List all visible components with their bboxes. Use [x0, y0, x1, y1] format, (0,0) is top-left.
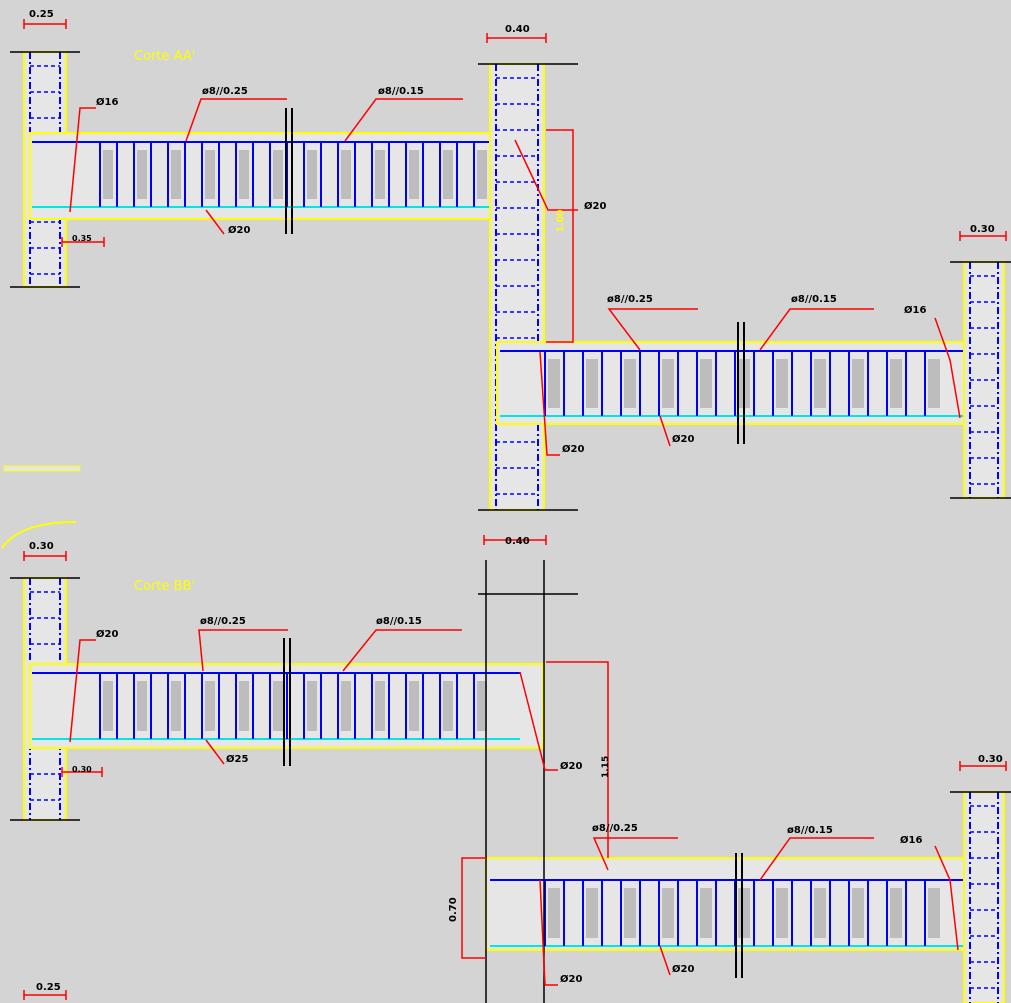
bb-central-col-width: 0.40	[505, 536, 530, 547]
aa-embed-dim	[61, 237, 105, 247]
bb-leader-top-bars	[69, 639, 96, 743]
bb-drop-dimension	[546, 661, 609, 858]
aa-beam2-break	[737, 322, 745, 444]
bb-beam2-stirrups	[544, 880, 940, 946]
aa-beam2-stirrup-left: ø8//0.25	[607, 294, 653, 305]
bb-beam2-stirrup-left: ø8//0.25	[592, 823, 638, 834]
dimension-lines	[10, 19, 1011, 1003]
bb-leader-central-bars	[519, 671, 558, 771]
aa-leader-top-bars	[69, 107, 96, 213]
aa-leader-stirrup-right	[344, 98, 463, 142]
aa-beam1-stirrup-right: ø8//0.15	[378, 86, 424, 97]
aa-beam2-bottom-bars: Ø20	[672, 433, 694, 445]
bb-beam2-bottom-bars: Ø20	[672, 963, 694, 975]
extra-dim-line	[23, 990, 67, 1000]
aa-right-column-bars	[969, 262, 999, 498]
bb-beam2-left-bars: Ø20	[560, 973, 582, 985]
bb-col-width-label: 0.30	[29, 541, 54, 552]
bb-beam1-longitudinal-bars	[32, 672, 520, 740]
aa-beam2-col-width: 0.30	[970, 224, 995, 235]
aa-leader-beam2-left-bars	[539, 351, 560, 456]
aa-leader-stirrup-left	[185, 98, 287, 142]
bb-beam2-stirrup-right: ø8//0.15	[787, 825, 833, 836]
aa-beam2-top-bars: Ø16	[904, 304, 926, 316]
aa-central-bars: Ø20	[584, 200, 606, 212]
aa-central-column	[489, 63, 545, 511]
aa-beam1-top-bars: Ø16	[96, 96, 118, 108]
aa-beam1-stirrups	[99, 142, 487, 207]
text-labels: Corte AA' Corte BB' 0.25 Ø16 ø8//0.25 ø8…	[29, 9, 1003, 993]
aa-beam1-stirrup-left: ø8//0.25	[202, 86, 248, 97]
bb-beam1-stirrup-right: ø8//0.15	[376, 616, 422, 627]
aa-leader-beam2-stirrup-left	[607, 308, 698, 351]
bb-central-width-dim	[483, 535, 547, 545]
aa-leader-central-bars	[514, 139, 578, 211]
bb-drop-dim: 1.15	[601, 756, 611, 778]
bb-right-column-bars	[969, 792, 999, 1003]
bb-central-bars: Ø20	[560, 760, 582, 772]
bb-beam1-bottom-bars: Ø25	[226, 753, 248, 765]
bb-beam1-top-bars: Ø20	[96, 628, 118, 640]
bb-beam2-longitudinal-bars	[490, 879, 1003, 947]
aa-col-width-label: 0.25	[29, 9, 54, 20]
aa-leader-beam2-top-bars	[934, 317, 961, 419]
bb-leader-bottom-bars	[205, 739, 225, 765]
aa-embed-label: 0.35	[72, 234, 92, 243]
structure-symbols	[1, 51, 1005, 1003]
aa-leader-bottom-bars	[205, 209, 225, 235]
leader-lines	[69, 98, 961, 986]
aa-beam1-bottom-bars: Ø20	[228, 224, 250, 236]
bb-beam2-height-dimension	[461, 857, 486, 959]
aa-col-width-dim	[23, 19, 67, 29]
bb-beam2-break	[735, 853, 743, 978]
aa-right-col-width-dim	[959, 231, 1007, 241]
extra-dim-label: 0.25	[36, 982, 61, 993]
bb-col-width-dim	[23, 551, 67, 561]
bb-leader-stirrup-right	[342, 629, 462, 672]
bb-embed-dim	[61, 767, 103, 777]
bb-curve-fragment	[1, 521, 77, 549]
bb-leader-beam2-top-bars	[934, 845, 959, 951]
bb-leader-beam2-left-bars	[539, 879, 558, 986]
aa-beam2-stirrup-right: ø8//0.15	[791, 294, 837, 305]
bb-beam1-break	[283, 638, 291, 766]
aa-slab-fragment	[3, 465, 81, 472]
section-title-bb: Corte BB'	[134, 579, 195, 594]
aa-beam1-break	[285, 108, 293, 234]
bb-beam2-top-bars: Ø16	[900, 834, 922, 846]
bb-beam1-stirrups	[99, 673, 487, 739]
aa-central-col-width: 0.40	[505, 24, 530, 35]
bb-embed-label: 0.30	[72, 765, 92, 774]
bb-beam2-height-dim: 0.70	[448, 897, 459, 922]
bb-leader-beam2-stirrup-left	[592, 837, 678, 871]
section-title-aa: Corte AA'	[134, 49, 195, 64]
aa-beam2-left-bars: Ø20	[562, 443, 584, 455]
bb-beam1-stirrup-left: ø8//0.25	[200, 616, 246, 627]
aa-beam-height-dim: 1.00	[556, 210, 566, 232]
aa-beam-height-dimension	[546, 129, 574, 343]
aa-central-width-dim	[486, 33, 547, 43]
aa-beam2-stirrups	[544, 351, 940, 416]
bb-leader-beam2-stirrup-right	[759, 837, 874, 881]
bb-right-col-width-dim	[959, 761, 1007, 771]
bb-leader-beam2-bottom-bars	[659, 945, 671, 976]
bb-beam2-col-width: 0.30	[978, 754, 1003, 765]
aa-leader-beam2-bottom-bars	[659, 415, 671, 447]
bb-leader-stirrup-left	[198, 629, 288, 672]
aa-leader-beam2-stirrup-right	[759, 308, 874, 351]
